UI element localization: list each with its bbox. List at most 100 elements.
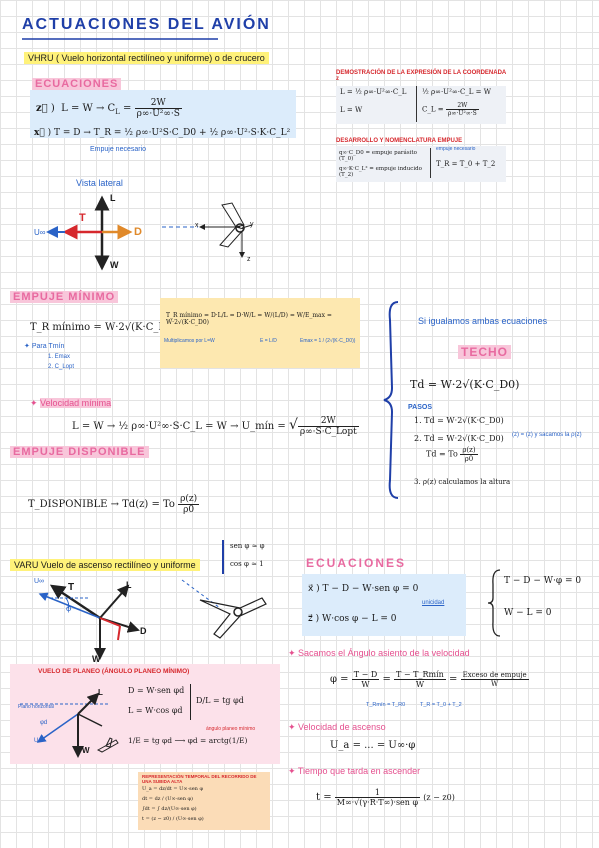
- techo-p2: 2. Td = W·2√(K·C_D0): [414, 434, 504, 443]
- planeo-lbl-phid: φd: [40, 720, 48, 726]
- varu-lbl-uinf: U∞: [34, 578, 45, 585]
- minimo-formula: T_R mínimo = W·2√(K·C_D0): [30, 322, 177, 333]
- varu-lbl-phi: φ: [66, 604, 72, 613]
- repre-l3: ∫dt = ∫ dz/(U∞·sen φ): [142, 806, 197, 812]
- planeo-e2: L = W·cos φd: [128, 706, 183, 715]
- techo-pasos: PASOS: [408, 404, 432, 411]
- repre-box: REPRESENTACIÓN TEMPORAL DEL RECORRIDO DE…: [138, 772, 270, 830]
- demo-box: L = ½ ρ∞·U²∞·C_L L = W ½ ρ∞·U²∞·C_L = W …: [336, 86, 506, 124]
- techo-p3: 3. ρ(z) calculamos la altura: [414, 478, 511, 486]
- planeo-lbl-L: L: [98, 688, 103, 697]
- minimo-yellow-box: T_R mínimo = D·L/L = D·W/L = W/(L/D) = W…: [160, 298, 360, 368]
- vhru-force-diagram: [46, 195, 133, 271]
- demo-r1: ½ ρ∞·U²∞·C_L = W: [422, 88, 491, 96]
- tiempo-title: ✦ Tiempo que tarda en ascender: [288, 766, 421, 776]
- vista-lateral-label: Vista lateral: [76, 178, 123, 188]
- minimo-yb-note1: Multiplicamos por L=W: [164, 338, 215, 344]
- lbl-y: y: [250, 221, 254, 228]
- angulo-title: ✦ Sacamos el Ángulo asiento de la veloci…: [288, 648, 470, 658]
- techo-title: TECHO: [458, 345, 511, 359]
- varu-approx1: sen φ ≈ φ: [230, 542, 265, 550]
- vel-min-title: ✦ Velocidad mínima: [30, 398, 112, 408]
- planeo-lbl-plano: Plano horizontal: [18, 704, 54, 710]
- vel-ascenso-eq: U_a = ... = U∞·φ: [330, 740, 416, 751]
- varu-lbl-W: W: [92, 654, 101, 664]
- varu-plane-sketch: [181, 579, 267, 639]
- varu-heading: VARU Vuelo de ascenso rectilíneo y unifo…: [10, 559, 200, 571]
- lbl-W: W: [110, 260, 119, 270]
- vel-min-eq: L = W → ½ ρ∞·U²∞·S·C_L = W → U_mín = √2W…: [72, 416, 359, 437]
- techo-p1: 1. Td = W·2√(K·C_D0): [414, 416, 504, 425]
- techo-p2b: Td = To ρ(z)ρ0: [426, 446, 478, 463]
- varu-ex: x⃗ ) T − D − W·sen φ = 0: [308, 584, 419, 594]
- techo-intro: Si igualamos ambas ecuaciones: [418, 316, 548, 326]
- minimo-step1: 1. Emax: [48, 354, 71, 360]
- disponible-title: EMPUJE DISPONIBLE: [10, 446, 149, 458]
- varu-force-diagram: [38, 584, 140, 660]
- varu-sys-brace: [487, 569, 501, 637]
- vel-ascenso-title: ✦ Velocidad de ascenso: [288, 722, 386, 732]
- planeo-e3: 1/E = tg φd ⟶ φd = arctg(1/E): [128, 736, 248, 745]
- varu-approx2: cos φ ≈ 1: [230, 560, 264, 568]
- varu-sys2: W − L = 0: [504, 608, 552, 618]
- planeo-note: ángulo planeo mínimo: [206, 726, 256, 732]
- lbl-uinf: U∞: [34, 228, 46, 237]
- desarrollo-note: empuje necesario: [436, 146, 476, 152]
- minimo-yb-note3: Emax = 1 / (2√(K·C_D0)): [300, 338, 356, 344]
- minimo-yb-l1: T_R mínimo = D·L/L = D·W/L = W/(L/D) = W…: [166, 312, 332, 326]
- vhru-eq-x: x⃗ ) T = D → T_R = ½ ρ∞·U²S·C_D0 + ½ ρ∞·…: [34, 128, 291, 138]
- lbl-x: x: [195, 222, 199, 229]
- repre-l4: t = (z − z0) / (U∞·sen φ): [142, 816, 204, 822]
- desarrollo-a1: q∞·C_D0 = empuje parásito (T_0): [339, 150, 417, 162]
- planeo-e1: D = W·sen φd: [128, 686, 185, 695]
- vhru-ecuaciones-label: ECUACIONES: [32, 78, 122, 90]
- vhru-plane-sketch: [162, 202, 253, 258]
- planeo-rlhs: D/L = tg φd: [196, 696, 244, 705]
- planeo-lbl-W: W: [82, 746, 90, 755]
- varu-lbl-L: L: [126, 580, 132, 590]
- angulo-n1: T_Rmín = T_R0: [366, 702, 406, 708]
- desarrollo-box: q∞·C_D0 = empuje parásito (T_0) q∞·K·C_L…: [336, 146, 506, 182]
- desarrollo-title: DESARROLLO Y NOMENCLATURA EMPUJE: [336, 138, 463, 144]
- demo-l2: L = W: [340, 106, 363, 114]
- varu-eq-box: x⃗ ) T − D − W·sen φ = 0 z⃗ ) W·cos φ − …: [302, 574, 466, 636]
- repre-l2: dt = dz / (U∞·sen φ): [142, 796, 193, 802]
- title-underline: [22, 38, 218, 40]
- planeo-title: VUELO DE PLANEO (ÁNGULO PLANEO MÍNIMO): [38, 668, 190, 675]
- varu-unicidad: unicidad: [422, 600, 445, 606]
- techo-eq: Td = W·2√(K·C_D0): [410, 378, 520, 391]
- disponible-eq: T_DISPONIBLE → Td(z) = To ρ(z)ρ0: [28, 494, 200, 515]
- angulo-n2: T_R = T_0 + T_2: [420, 702, 462, 708]
- varu-lbl-D: D: [140, 626, 147, 636]
- big-brace: [383, 301, 399, 499]
- lbl-z: z: [247, 256, 251, 263]
- demo-l1: L = ½ ρ∞·U²∞·C_L: [340, 88, 407, 96]
- minimo-step2: 2. C_Lopt: [48, 364, 75, 370]
- demo-title: DEMOSTRACIÓN DE LA EXPRESIÓN DE LA COORD…: [336, 70, 507, 82]
- varu-lbl-T: T: [68, 582, 75, 593]
- repre-l1: U_a = dz/dt = U∞·sen φ: [142, 786, 203, 792]
- planeo-box: VUELO DE PLANEO (ÁNGULO PLANEO MÍNIMO) D…: [10, 664, 280, 764]
- minimo-bullet: ✦ Para Tmín: [24, 343, 65, 350]
- varu-ez: z⃗ ) W·cos φ − L = 0: [308, 614, 397, 624]
- varu-sys1: T − D − W·φ = 0: [504, 576, 582, 586]
- lbl-D: D: [134, 226, 142, 238]
- lbl-L: L: [110, 193, 116, 203]
- minimo-title: EMPUJE MÍNIMO: [10, 291, 119, 303]
- page-title: ACTUACIONES DEL AVIÓN: [22, 16, 271, 33]
- planeo-plane-icon: [96, 737, 119, 753]
- techo-p2-note: (z) = (z) y sacamos la ρ(z): [512, 432, 582, 438]
- planeo-lbl-uinf: U∞: [34, 738, 43, 744]
- repre-title: REPRESENTACIÓN TEMPORAL DEL RECORRIDO DE…: [142, 774, 257, 784]
- varu-ecuaciones-label: ECUACIONES: [306, 556, 407, 570]
- lbl-T: T: [79, 212, 86, 224]
- vhru-heading: VHRU ( Vuelo horizontal rectilíneo y uni…: [24, 52, 269, 64]
- desarrollo-req: T_R = T_0 + T_2: [436, 160, 496, 168]
- desarrollo-a2: q∞·K·C_L² = empuje inducido (T_2): [339, 166, 422, 178]
- empuje-necesario-label: Empuje necesario: [90, 146, 147, 153]
